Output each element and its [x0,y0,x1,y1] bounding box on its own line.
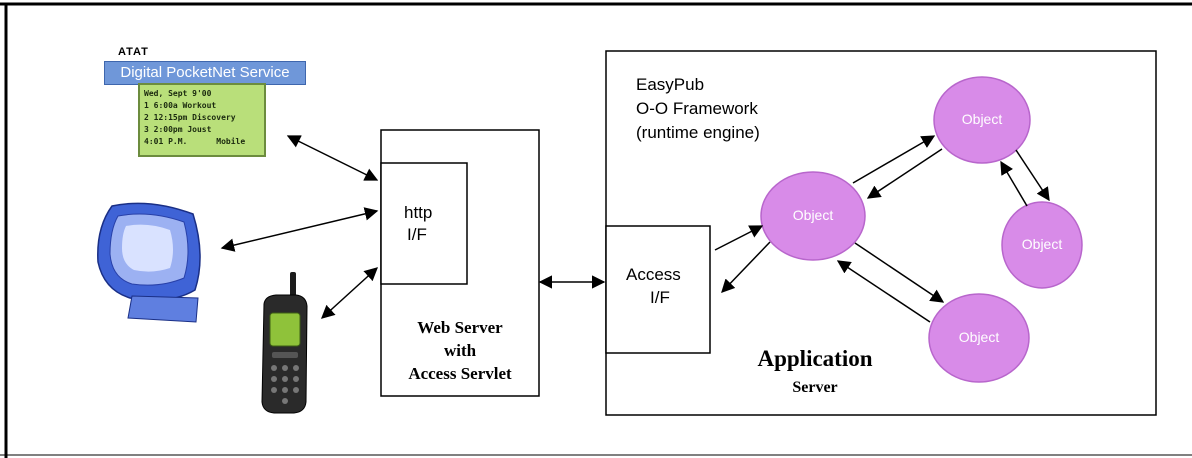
framework-runtime-label: (runtime engine) [636,123,760,142]
http-if-label: I/F [407,225,427,244]
pda-screen: Wed, Sept 9'00 1 6:00a Workout 2 12:15pm… [138,83,266,157]
web-server-caption-servlet: Access Servlet [408,364,512,383]
access-if-label: I/F [650,288,670,307]
object-node-3 [1001,201,1083,289]
pda-screen-line: 2 12:15pm Discovery [144,113,236,122]
http-interface-box [380,162,468,285]
application-server-caption-server: Server [792,379,838,396]
access-interface-box [605,225,711,354]
web-server-caption-with: with [443,341,477,360]
object-node-1 [760,171,866,261]
access-label: Access [626,265,681,284]
object-node-4-label: Object [958,329,1000,345]
object-node-1-label: Object [792,207,834,223]
object1-to-object2-arrow [852,135,936,184]
framework-type-label: O-O Framework [636,99,758,118]
pda-link-arrow [286,135,379,181]
pda-screen-line: Wed, Sept 9'00 [144,89,212,98]
pda-screen-line: 4:01 P.M. Mobile [144,137,246,146]
phone-link-arrow [321,267,378,319]
object-node-4 [928,293,1030,383]
mobile-phone-icon [261,272,308,414]
pda-carrier-label: ATAT [118,46,149,58]
framework-name-label: EasyPub [636,75,705,94]
object-to-access-arrow [721,241,771,293]
application-server-caption: Application [757,346,873,371]
pda-screen-line: 3 2:00pm Joust [144,125,212,134]
object2-to-object1-arrow [866,148,943,199]
imac-computer-icon [97,202,201,323]
http-label: http [404,203,433,222]
object-node-3-label: Object [1021,236,1063,252]
pda-screen-line: 1 6:00a Workout [144,101,217,110]
computer-link-arrow [220,207,379,252]
object3-to-object2-arrow [1000,160,1028,207]
access-to-object-arrow [714,225,764,251]
object2-to-object3-arrow [1015,149,1050,202]
pda-brand-banner: Digital PocketNet Service [104,61,306,85]
object4-to-object1-arrow [836,260,931,323]
object-node-2 [933,76,1031,164]
object1-to-object4-arrow [854,242,945,303]
web-server-caption: Web Server [417,318,503,337]
object-node-2-label: Object [961,111,1003,127]
